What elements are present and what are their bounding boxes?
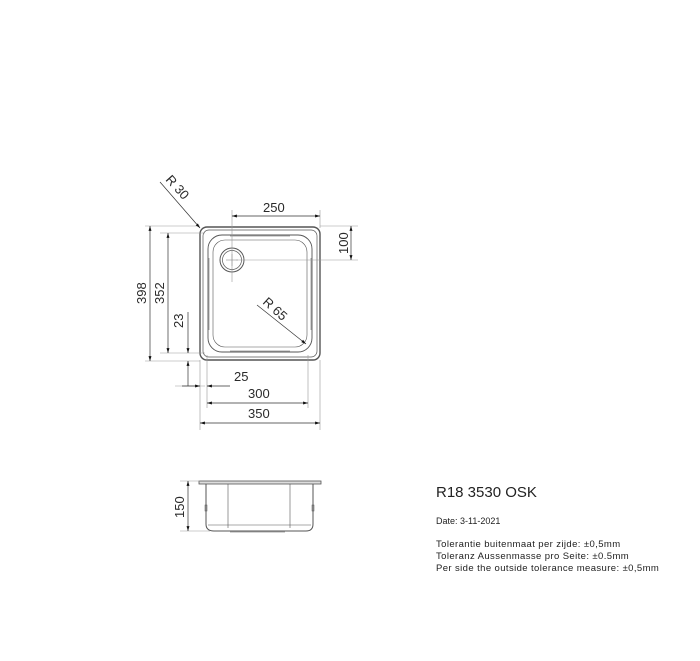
dim-100: 100 xyxy=(336,232,351,254)
dim-25: 25 xyxy=(234,369,248,384)
dim-352: 352 xyxy=(152,282,167,304)
dim-398: 398 xyxy=(134,282,149,304)
dim-23: 23 xyxy=(171,314,186,328)
model-title: R18 3530 OSK xyxy=(436,484,537,501)
dimension-lines xyxy=(148,181,353,425)
drawing-date: Date: 3-11-2021 xyxy=(436,516,501,526)
sink-side-view xyxy=(198,480,322,533)
tolerance-de: Toleranz Aussenmasse pro Seite: ±0.5mm xyxy=(436,551,630,562)
sink-top-view xyxy=(199,226,321,361)
dim-350: 350 xyxy=(248,406,270,421)
dim-r30: R 30 xyxy=(163,172,193,202)
tolerance-nl: Tolerantie buitenmaat per zijde: ±0,5mm xyxy=(436,539,621,550)
dim-250: 250 xyxy=(263,200,285,215)
tolerance-en: Per side the outside tolerance measure: … xyxy=(436,563,660,574)
dim-300: 300 xyxy=(248,386,270,401)
dim-150: 150 xyxy=(172,496,187,518)
side-extension-lines xyxy=(180,480,210,532)
